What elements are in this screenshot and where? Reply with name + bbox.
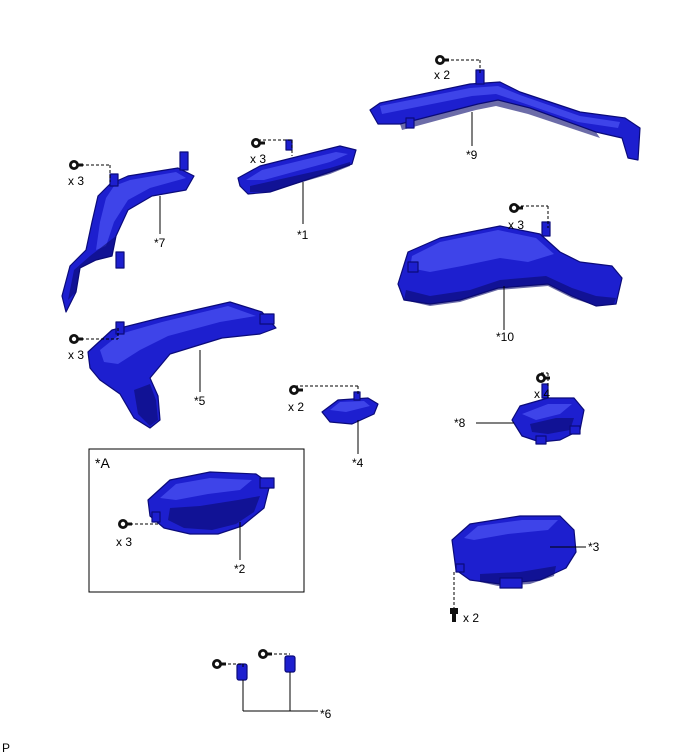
callout-10: *10 bbox=[496, 330, 514, 344]
clip-icon bbox=[69, 334, 83, 344]
part-4-bracket bbox=[321, 391, 379, 425]
corner-code: P bbox=[2, 741, 10, 755]
qty-label-4: x 2 bbox=[288, 400, 304, 414]
part-9-duct bbox=[369, 69, 641, 161]
part-10-duct bbox=[397, 221, 623, 307]
clip-icon bbox=[509, 203, 523, 213]
part-3-module bbox=[451, 515, 577, 589]
qty-label-3: x 2 bbox=[463, 611, 479, 625]
part-8-register bbox=[511, 383, 585, 445]
clip-icon bbox=[258, 649, 272, 659]
part-6-clip-right bbox=[284, 655, 296, 673]
qty-label-2: x 3 bbox=[116, 535, 132, 549]
qty-label-8: x 4 bbox=[534, 387, 550, 401]
qty-label-5: x 3 bbox=[68, 348, 84, 362]
clip-icon bbox=[212, 659, 226, 669]
callout-6: *6 bbox=[320, 707, 332, 721]
screw-icon bbox=[450, 608, 458, 622]
callout-3: *3 bbox=[588, 540, 600, 554]
part-2-unit bbox=[147, 471, 275, 535]
callout-8: *8 bbox=[454, 416, 466, 430]
qty-label-10: x 3 bbox=[508, 218, 524, 232]
clip-icon bbox=[435, 55, 449, 65]
callout-4: *4 bbox=[352, 456, 364, 470]
callout-7: *7 bbox=[154, 236, 166, 250]
clip-icon bbox=[251, 138, 265, 148]
detail-box-a bbox=[88, 448, 305, 593]
callout-2: *2 bbox=[234, 562, 246, 576]
callout-box-a: *A bbox=[95, 455, 110, 471]
part-6-clip-left bbox=[236, 663, 248, 681]
callout-9: *9 bbox=[466, 148, 478, 162]
callout-1: *1 bbox=[297, 228, 309, 242]
part-7-duct bbox=[61, 151, 195, 313]
qty-label-9: x 2 bbox=[434, 68, 450, 82]
part-5-duct bbox=[87, 301, 277, 429]
part-1-register bbox=[237, 139, 357, 195]
callout-5: *5 bbox=[194, 394, 206, 408]
qty-label-1: x 3 bbox=[250, 152, 266, 166]
clip-icon bbox=[69, 160, 83, 170]
clip-icon bbox=[118, 519, 132, 529]
qty-label-7: x 3 bbox=[68, 174, 84, 188]
